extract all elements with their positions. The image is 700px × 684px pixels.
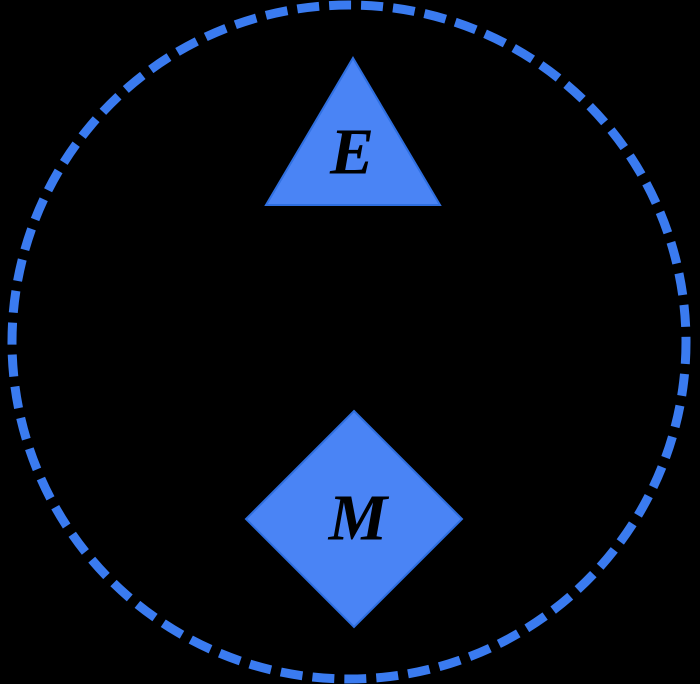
dashed-circle-boundary [7,0,691,684]
triangle-node-e-label: E [329,116,374,189]
diamond-node-m-label: M [328,482,390,555]
triangle-node-e[interactable] [264,56,442,206]
diamond-node-m[interactable] [244,409,464,629]
